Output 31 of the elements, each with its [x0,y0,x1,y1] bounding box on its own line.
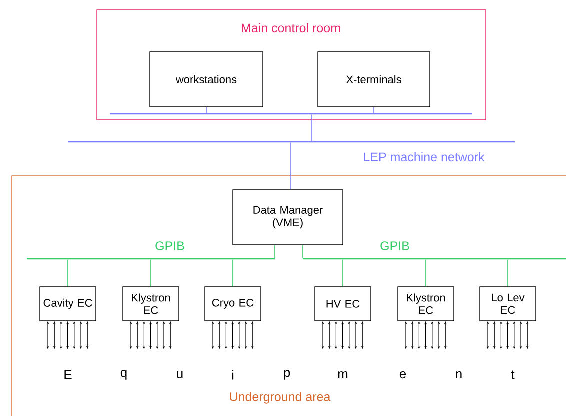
bus-line [110,113,472,115]
connector-line [342,259,344,288]
equipment-letter: t [511,370,515,380]
component-box: Lo Lev EC [480,286,536,322]
connector-line [274,244,276,259]
equipment-letter: i [232,370,234,380]
bus-label: GPIB [156,242,184,250]
equipment-letter: p [284,370,290,380]
component-box: X-terminals [318,52,430,108]
component-box: Klystron EC [122,286,180,322]
connector-line [232,259,234,288]
component-box: Cavity EC [40,286,96,322]
equipment-letter: n [456,372,462,378]
equipment-letter: E [64,370,72,380]
connector-line [150,259,152,288]
component-box: Cryo EC [204,286,262,322]
equipment-letter: m [338,372,348,378]
connector-line [290,142,292,190]
component-box: Klystron EC [398,286,454,322]
connector-line [206,106,208,114]
bus-label: LEP machine network [364,152,485,162]
bus-label: GPIB [380,242,410,250]
component-box: Data Manager (VME) [232,190,344,246]
equipment-letter: e [400,371,406,379]
connector-line [302,244,304,259]
component-box: HV EC [314,286,372,322]
equipment-letter: q [120,370,127,380]
area-title: Underground area [230,392,331,404]
component-box: workstations [150,52,264,108]
area-title: Main control room [242,23,340,33]
equipment-letter: u [177,372,183,378]
